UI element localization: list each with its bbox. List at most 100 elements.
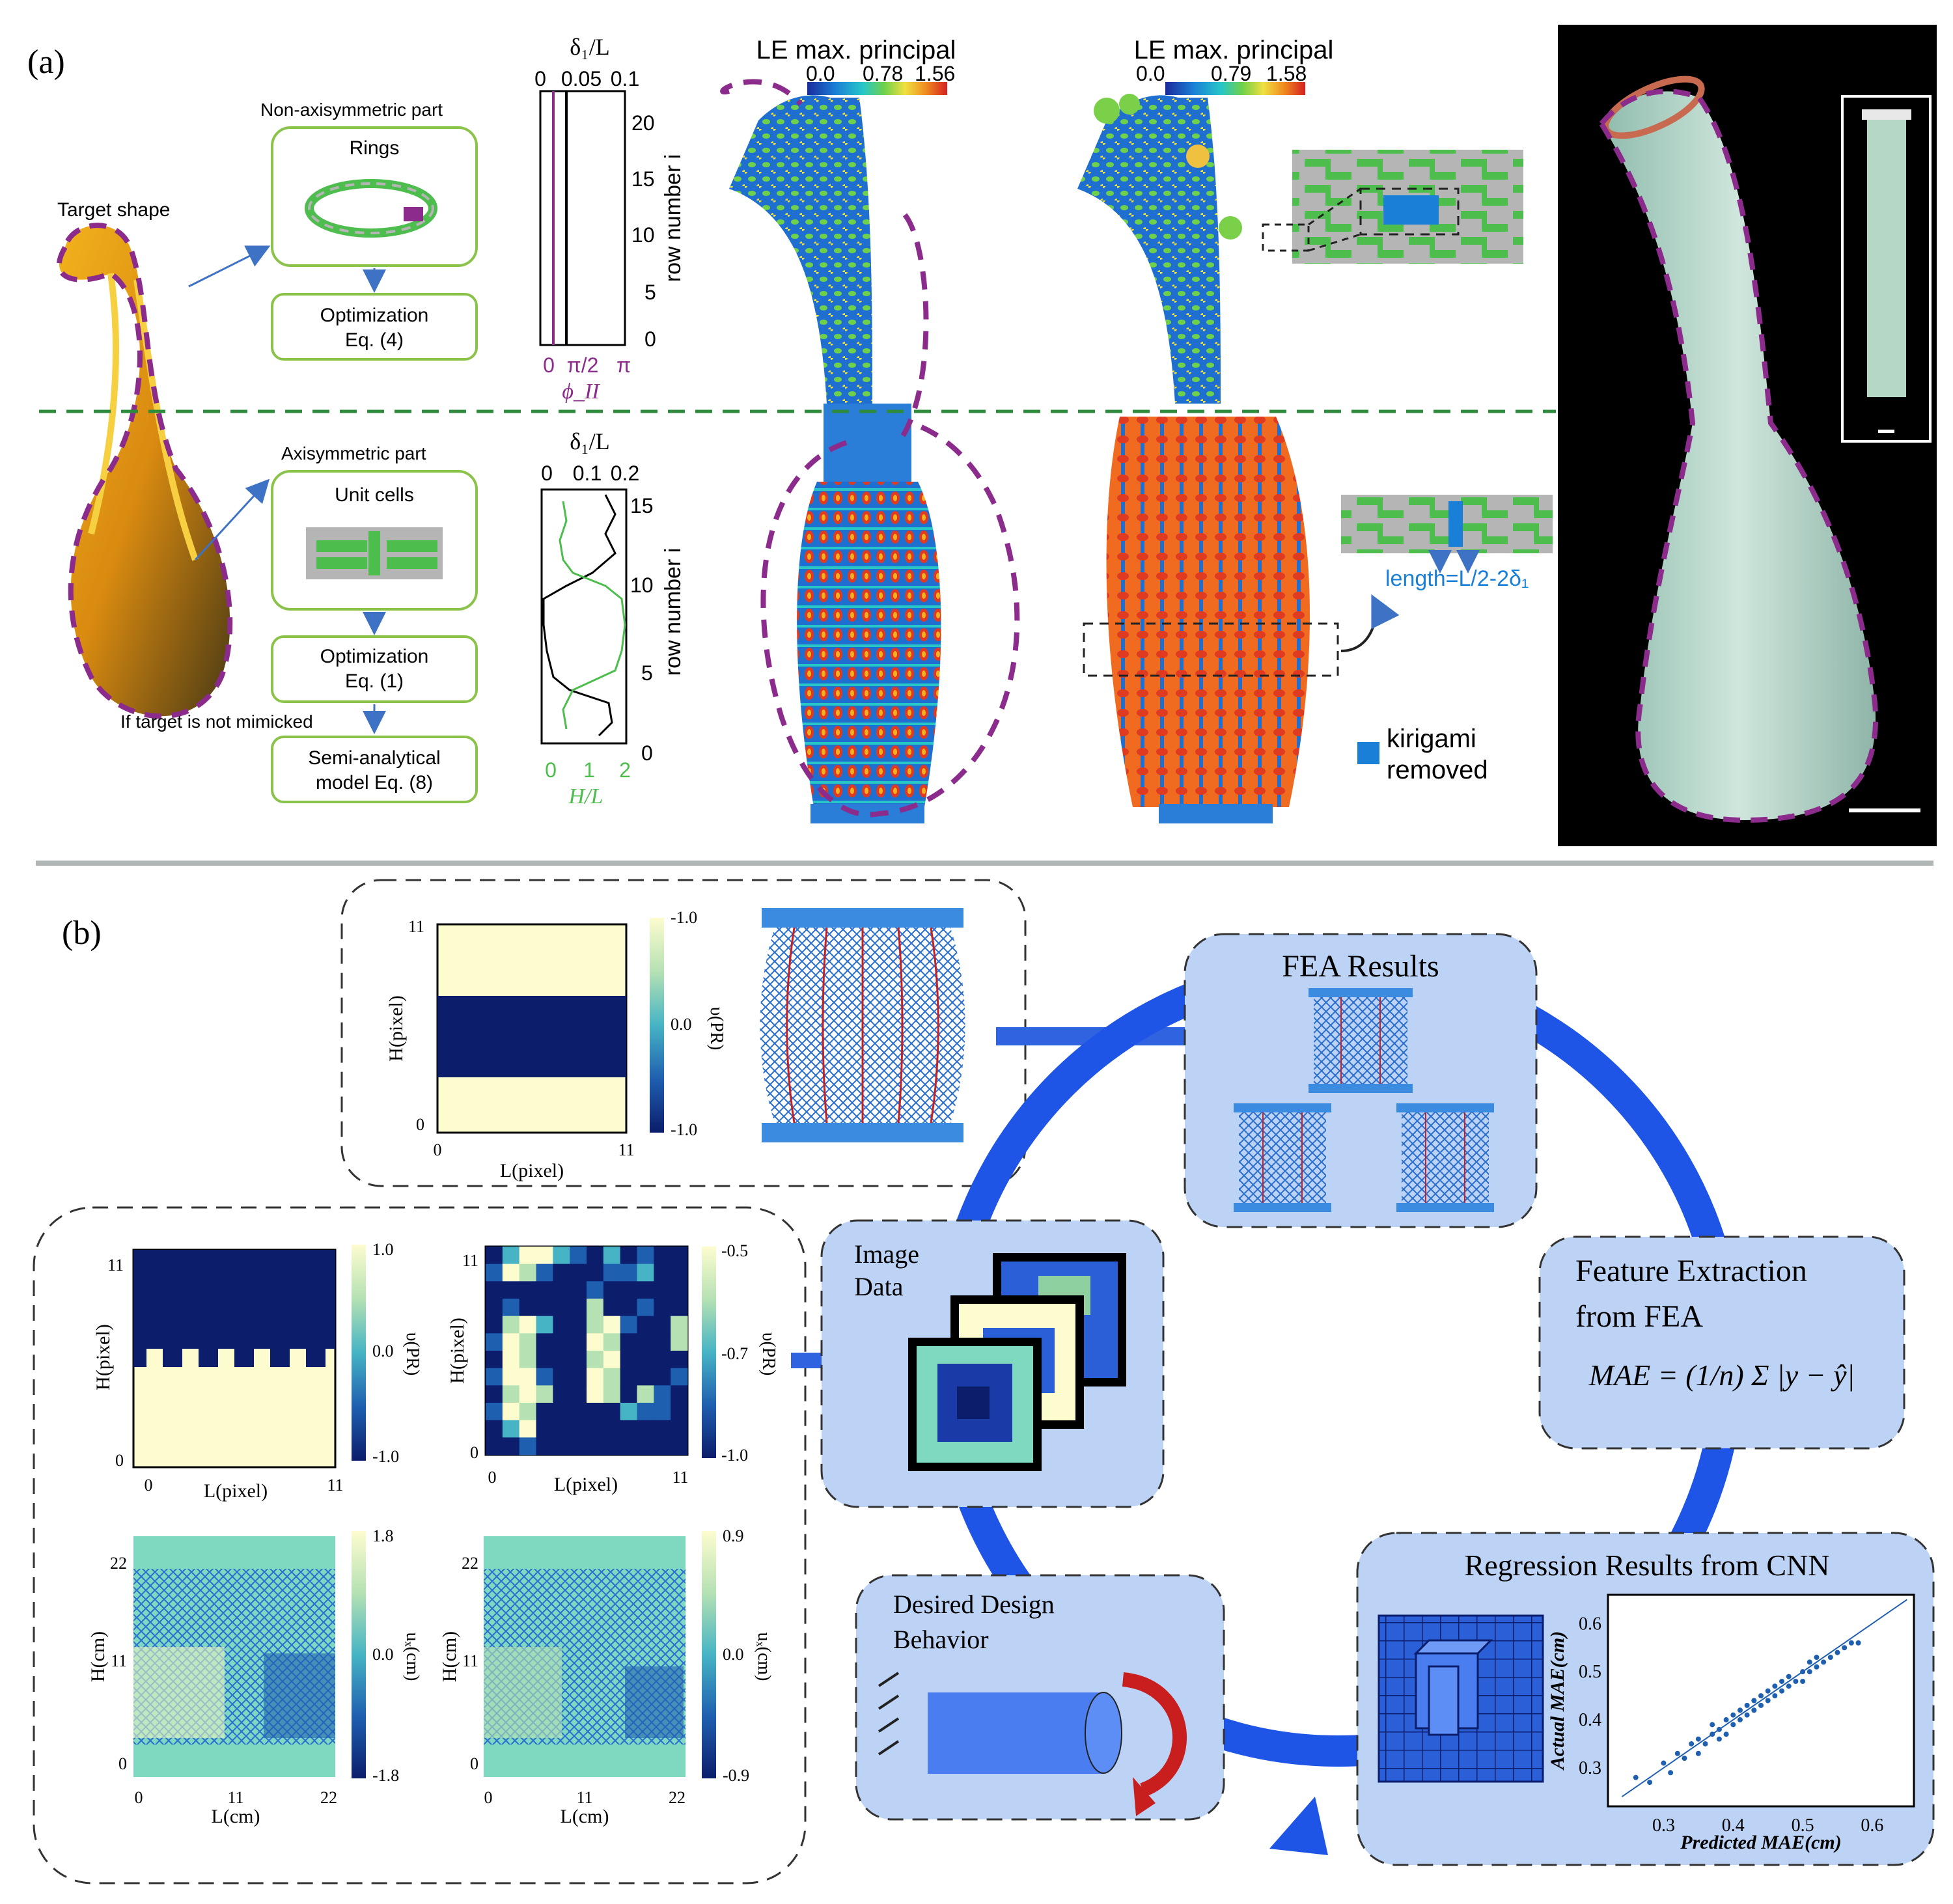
- feature-extraction-box: [1538, 1235, 1905, 1450]
- rings-label: Rings: [350, 137, 400, 159]
- map3-cbar-label: uₓ(cm): [402, 1633, 422, 1681]
- plot-top-ytick-1: 5: [644, 281, 656, 304]
- optimization-eq1-line2: Eq. (1): [345, 670, 404, 692]
- scatter-xtick: 0.6: [1861, 1815, 1883, 1836]
- scatter-point: [1814, 1664, 1820, 1670]
- panel-divider: [36, 861, 1933, 866]
- scatter-point: [1800, 1669, 1806, 1675]
- scatter-xtick: 0.4: [1722, 1815, 1745, 1836]
- top-map-ytick-11: 11: [408, 917, 424, 936]
- scatter-point: [1827, 1655, 1833, 1661]
- map3-cbar-2: 0.0: [372, 1645, 394, 1664]
- scatter-point: [1807, 1669, 1812, 1675]
- plot-bot-tick-bot-0: 0: [545, 758, 557, 782]
- colorbar-2-tick-2: 1.58: [1266, 62, 1307, 85]
- scatter-point: [1793, 1678, 1799, 1684]
- plot-bot-ytick-2: 10: [630, 573, 654, 597]
- top-map-xtick-0: 0: [434, 1140, 442, 1159]
- plot-top-tick-top-2: 0.1: [611, 67, 639, 90]
- feature-extraction-line2: from FEA: [1575, 1299, 1703, 1334]
- top-map-ytick-0: 0: [416, 1115, 424, 1134]
- fea-gourd-1: [720, 79, 1020, 823]
- map4-ytick-11: 11: [462, 1651, 478, 1670]
- map1-cbar-2: 0.0: [372, 1342, 394, 1360]
- delta-phi-plot: δ₁/L 0 0.05 0.1 0 π/2 π ϕ_II 0 5 10 15 2…: [534, 34, 686, 404]
- length-label: length=L/2-2δ₁: [1385, 566, 1529, 591]
- map1-cbar-3: -1.0: [372, 1447, 399, 1466]
- semi-analytical-box: [271, 736, 478, 803]
- desired-design-line2: Behavior: [893, 1625, 989, 1654]
- scatter-point: [1674, 1750, 1680, 1756]
- map2-ytick-11: 11: [462, 1251, 478, 1270]
- top-map-cbar-2: 0.0: [671, 1015, 692, 1034]
- fea-results-title: FEA Results: [1282, 949, 1439, 984]
- plot-top-tick-bot-2: π: [616, 353, 631, 377]
- map3-xtick-0: 0: [135, 1788, 143, 1807]
- panel-a-label: (a): [27, 44, 65, 81]
- plot-top-ytick-4: 20: [631, 111, 655, 135]
- map2-cbar-label: υ(PR): [758, 1332, 779, 1376]
- image-data-line1: Image: [854, 1239, 919, 1269]
- map3-ytick-0: 0: [118, 1754, 127, 1773]
- scatter-point: [1716, 1726, 1722, 1732]
- scatter-point: [1744, 1712, 1750, 1718]
- fea-sheets: [1234, 988, 1494, 1212]
- plot-bot-ytick-0: 0: [641, 741, 653, 765]
- optimization-eq1-box: [271, 635, 478, 703]
- colorbar-1-title: LE max. principal: [756, 36, 956, 64]
- plot-top-tick-bot-0: 0: [543, 353, 555, 377]
- top-map-xtick-11: 11: [618, 1140, 634, 1159]
- scatter-point: [1800, 1678, 1806, 1684]
- if-target-label: If target is not mimicked: [120, 711, 313, 732]
- unit-cells-label: Unit cells: [335, 484, 414, 506]
- plot-bot-tick-top-2: 0.2: [611, 462, 639, 485]
- map3-ylabel: H(cm): [87, 1631, 109, 1682]
- scatter-point: [1723, 1732, 1729, 1737]
- map2-xtick-11: 11: [672, 1468, 688, 1487]
- plot-top-tick-top-1: 0.05: [561, 67, 602, 90]
- colorbar-2-tick-1: 0.79: [1211, 62, 1251, 85]
- top-map-cbar-3: -1.0: [671, 1120, 697, 1139]
- map-ux-2: 22 11 0 0 11 22 L(cm) H(cm) 0.9 0.0 -0.9…: [439, 1526, 774, 1827]
- scatter-point: [1668, 1770, 1674, 1776]
- plot-top-ytick-2: 10: [631, 223, 655, 247]
- scatter-point: [1786, 1674, 1792, 1679]
- scatter-point: [1848, 1640, 1854, 1646]
- cnn-grid-graphic: [1378, 1614, 1544, 1783]
- colorbar-1: [807, 82, 947, 95]
- panel-b-label: (b): [62, 915, 102, 952]
- scatter-point: [1710, 1732, 1715, 1737]
- plot-top-title: δ₁/L: [570, 34, 610, 60]
- optimization-eq4-line1: Optimization: [320, 305, 429, 326]
- map-pr-random: 11 0 0 11 L(pixel) H(pixel) -0.5 -0.7 -1…: [447, 1241, 779, 1495]
- scatter-point: [1758, 1693, 1764, 1699]
- map-ux-1: 22 11 0 0 11 22 L(cm) H(cm) 1.8 0.0 -1.8…: [87, 1526, 422, 1827]
- top-map-cbar-1: -1.0: [671, 908, 697, 927]
- top-map-xlabel: L(pixel): [500, 1160, 564, 1181]
- colorbar-1-tick-0: 0.0: [806, 62, 835, 85]
- kirigami-removed-swatch: [1357, 742, 1379, 764]
- plot-bot-xlabel: H/L: [568, 784, 603, 808]
- scatter-point: [1682, 1756, 1687, 1761]
- map1-xlabel: L(pixel): [204, 1480, 268, 1502]
- scatter-point: [1730, 1712, 1736, 1718]
- semi-analytical-line1: Semi-analytical: [308, 747, 440, 769]
- map2-xtick-0: 0: [488, 1468, 497, 1487]
- scatter-point: [1730, 1722, 1736, 1728]
- scatter-point: [1772, 1693, 1778, 1699]
- scatter-point: [1695, 1750, 1701, 1756]
- scatter-point: [1835, 1649, 1840, 1655]
- map2-cbar-1: -0.5: [721, 1241, 748, 1260]
- map3-ytick-22: 22: [110, 1554, 127, 1573]
- scatter-point: [1744, 1702, 1750, 1708]
- map4-xtick-22: 22: [669, 1788, 686, 1807]
- rings-box: [271, 126, 478, 267]
- plot-top-xlabel: ϕ_II: [562, 379, 600, 404]
- scatter-point: [1751, 1698, 1757, 1704]
- top-pr-map: 11 0 0 11 L(pixel) H(pixel) -1.0 0.0 -1.…: [385, 908, 727, 1181]
- scatter-point: [1758, 1702, 1764, 1708]
- map1-ytick-11: 11: [107, 1256, 124, 1275]
- colorbar-1-tick-2: 1.56: [915, 62, 955, 85]
- scatter-point: [1751, 1707, 1757, 1713]
- scatter-point: [1710, 1722, 1715, 1728]
